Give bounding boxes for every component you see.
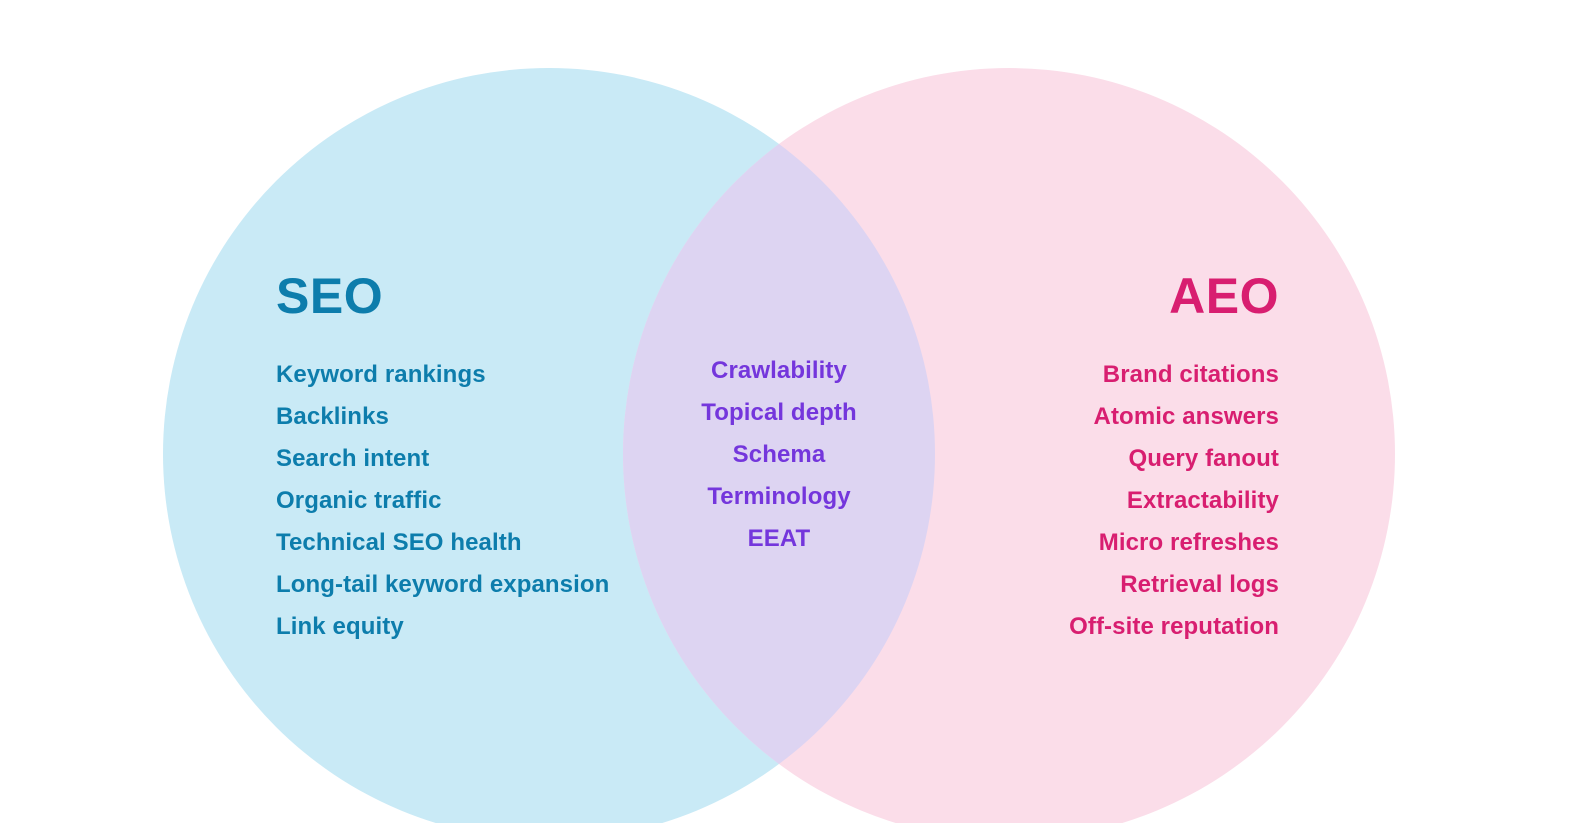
aeo-title: AEO [1169,268,1279,324]
aeo-item-list: Brand citations Atomic answers Query fan… [1069,354,1279,648]
list-item: Query fanout [1128,445,1279,472]
list-item: Organic traffic [276,487,442,514]
list-item: Keyword rankings [276,361,486,388]
seo-section: SEO Keyword rankings Backlinks Search in… [276,268,609,648]
list-item: Search intent [276,445,430,472]
list-item: Backlinks [276,403,389,430]
list-item: Schema [732,441,826,468]
list-item: Topical depth [701,399,857,426]
list-item: Link equity [276,613,404,640]
list-item: Technical SEO health [276,529,522,556]
list-item: Long-tail keyword expansion [276,571,610,598]
list-item: Atomic answers [1093,403,1279,430]
seo-title: SEO [276,268,384,324]
aeo-section: AEO Brand citations Atomic answers Query… [1069,268,1279,648]
list-item: Terminology [707,483,851,510]
list-item: Brand citations [1102,361,1279,388]
list-item: EEAT [747,525,811,552]
overlap-section: Crawlability Topical depth Schema Termin… [629,350,929,560]
list-item: Micro refreshes [1098,529,1279,556]
list-item: Off-site reputation [1069,613,1279,640]
list-item: Extractability [1126,487,1279,514]
list-item: Crawlability [711,357,847,384]
overlap-lens [623,68,935,823]
seo-item-list: Keyword rankings Backlinks Search intent… [276,354,609,648]
list-item: Retrieval logs [1120,571,1279,598]
overlap-item-list: Crawlability Topical depth Schema Termin… [629,350,929,560]
